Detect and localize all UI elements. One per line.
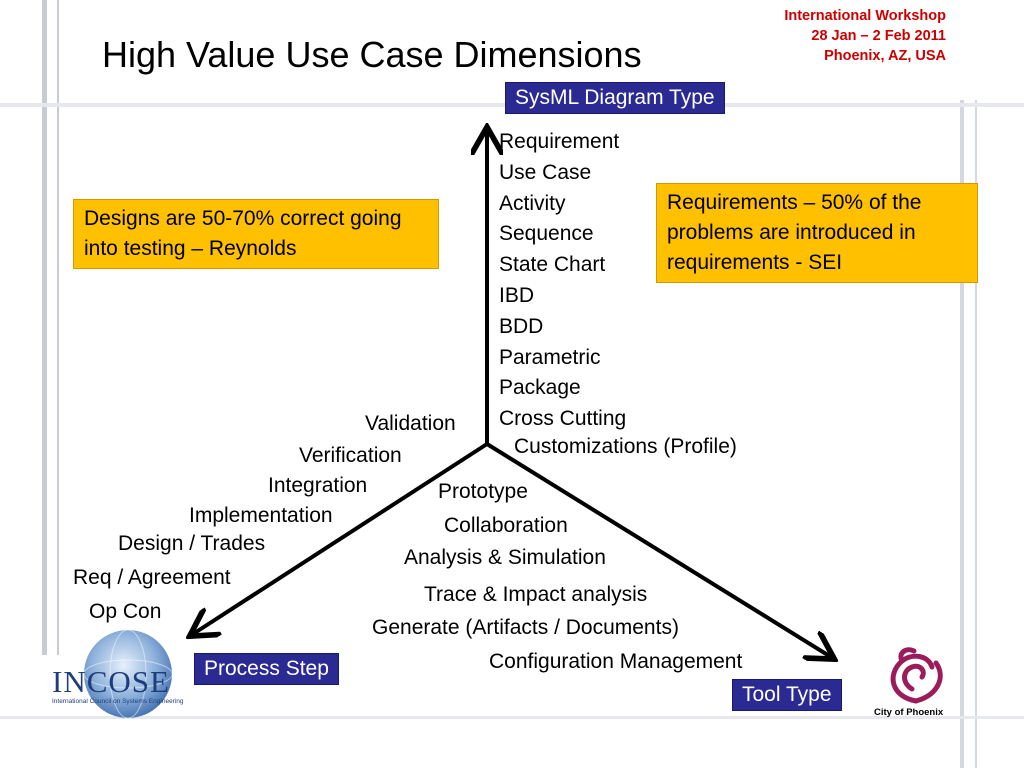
sysml-item: IBD <box>499 283 535 307</box>
tool-axis-arrow <box>485 442 831 657</box>
tool-item: Trace & Impact analysis <box>424 583 648 606</box>
bottom-rule <box>0 716 1024 719</box>
tool-item: Collaboration <box>444 514 568 537</box>
sysml-item: State Chart <box>499 253 606 277</box>
designs-note: Designs are 50-70% correct going into te… <box>73 199 439 269</box>
left-frame-bar-thin <box>57 0 59 655</box>
right-frame-bar-thin <box>975 100 977 768</box>
process-item: Design / Trades <box>118 532 266 555</box>
incose-wordmark: INCOSE <box>52 664 170 699</box>
sysml-item: Cross Cutting <box>499 407 627 431</box>
phoenix-wordmark: City of Phoenix <box>874 707 944 718</box>
process-item: Op Con <box>89 600 162 623</box>
sysml-item: Parametric <box>499 345 601 369</box>
sysml-item: Use Case <box>499 160 592 184</box>
sysml-item-customizations: Customizations (Profile) <box>514 435 737 458</box>
sysml-diagram-type-label: SysML Diagram Type <box>505 82 725 114</box>
process-item: Req / Agreement <box>73 566 231 589</box>
process-item: Integration <box>268 474 368 497</box>
tool-item: Prototype <box>438 480 528 503</box>
process-item: Validation <box>365 412 456 435</box>
phoenix-bird-icon <box>890 647 943 704</box>
tool-type-label: Tool Type <box>732 679 842 711</box>
right-frame-bar <box>960 100 964 768</box>
sysml-item: Sequence <box>499 222 594 246</box>
sysml-item: BDD <box>499 314 544 338</box>
requirements-note: Requirements – 50% of the problems are i… <box>656 183 978 283</box>
sysml-item: Activity <box>499 191 566 215</box>
workshop-name: International Workshop <box>784 8 946 24</box>
incose-subtitle: International Council on Systems Enginee… <box>52 698 184 705</box>
tool-item: Generate (Artifacts / Documents) <box>372 616 679 639</box>
sysml-item: Package <box>499 376 581 400</box>
process-item: Verification <box>299 444 402 467</box>
process-step-label: Process Step <box>194 653 339 685</box>
process-axis-arrow <box>193 442 489 634</box>
process-item: Implementation <box>189 504 333 527</box>
workshop-dates: 28 Jan – 2 Feb 2011 <box>811 28 946 44</box>
sysml-item-list: Requirement Use Case Activity Sequence S… <box>499 127 626 435</box>
globe-icon <box>83 629 173 719</box>
tool-item: Analysis & Simulation <box>404 546 606 569</box>
incose-logo: INCOSE International Council on Systems … <box>48 628 193 720</box>
workshop-location: Phoenix, AZ, USA <box>824 48 946 64</box>
left-frame-bar <box>42 0 47 655</box>
tool-item: Configuration Management <box>489 650 743 673</box>
sysml-item: Requirement <box>499 130 620 153</box>
page-title: High Value Use Case Dimensions <box>102 34 642 75</box>
workshop-info: International Workshop 28 Jan – 2 Feb 20… <box>784 6 946 66</box>
city-of-phoenix-logo: City of Phoenix <box>872 645 960 721</box>
